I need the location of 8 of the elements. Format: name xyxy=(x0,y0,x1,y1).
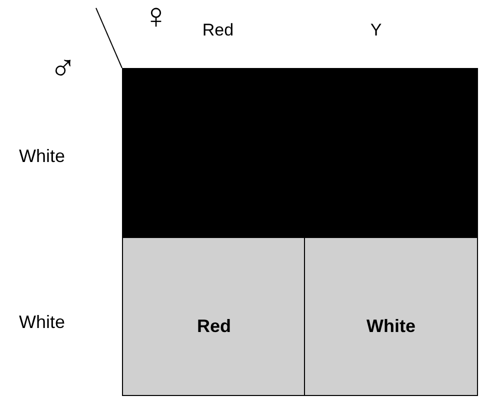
row-header: White xyxy=(19,313,65,331)
column-header: Y xyxy=(370,22,382,38)
row-header: White xyxy=(19,147,65,165)
column-header: Red xyxy=(202,22,234,38)
male-symbol: ♂ xyxy=(50,50,76,86)
cell-text: Red xyxy=(197,317,231,335)
cell-text: White xyxy=(366,317,416,335)
female-symbol: ♀ xyxy=(142,0,170,34)
